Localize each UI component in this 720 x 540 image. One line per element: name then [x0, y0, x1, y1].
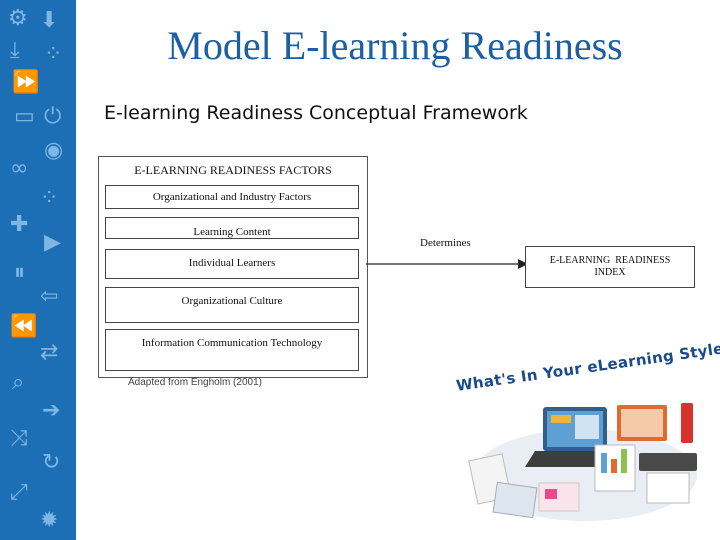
refresh-icon: ↻ — [42, 450, 61, 475]
download-icon: ⤓ — [10, 38, 20, 63]
source-caption: Adapted from Engholm (2001) — [128, 377, 262, 388]
power-icon: ⏻ — [44, 104, 62, 129]
readiness-index-box: E-LEARNING READINESS INDEX — [525, 246, 695, 288]
arrow-left-icon: ⇦ — [40, 284, 59, 309]
plus-icon: ✚ — [10, 212, 29, 237]
back-icon: ⏪ — [10, 314, 38, 339]
elearning-style-guide-illustration: What's In Your eLearning Style Guide? — [455, 330, 720, 525]
sun-icon: ✹ — [40, 508, 59, 533]
relation-label: Determines — [420, 237, 471, 249]
pause-icon: ⏸ — [14, 260, 26, 285]
arrow-down-icon: ⬇ — [40, 8, 59, 33]
factor-individual-learners: Individual Learners — [105, 249, 359, 279]
dots-icon: ⁘ — [40, 186, 59, 211]
index-line-2: INDEX — [594, 267, 626, 278]
monitor-icon: ▭ — [14, 104, 35, 129]
arrow-right-icon: ➔ — [42, 398, 61, 423]
dots-icon: ⁘ — [44, 42, 63, 67]
slide-title: Model E-learning Readiness — [167, 23, 623, 68]
factor-organizational-industry: Organizational and Industry Factors — [105, 185, 359, 209]
factor-learning-content: Learning Content — [105, 217, 359, 239]
factors-header: E-LEARNING READINESS FACTORS — [134, 163, 332, 177]
fast-forward-icon: ⏩ — [12, 70, 40, 95]
factor-ict: Information Communication Technology — [105, 329, 359, 371]
link-icon: ∞ — [10, 156, 29, 181]
slide-subtitle: E-learning Readiness Conceptual Framewor… — [104, 102, 528, 124]
laptop-desk-illustration — [468, 403, 697, 521]
search-icon: ⌕ — [12, 370, 25, 395]
play-icon: ▶ — [44, 230, 61, 255]
gear-icon: ⚙ — [8, 6, 28, 31]
shuffle-icon: ⤨ — [10, 426, 28, 451]
expand-icon: ⤢ — [10, 480, 28, 505]
factor-organizational-culture: Organizational Culture — [105, 287, 359, 323]
determines-arrow — [366, 259, 528, 269]
index-line-1: E-LEARNING READINESS — [549, 255, 671, 266]
readiness-factors-box: E-LEARNING READINESS FACTORS Organizatio… — [98, 156, 368, 378]
swap-icon: ⇄ — [40, 340, 59, 365]
decorative-sidebar: ⚙ ⬇ ⤓ ⁘ ⏩ ▭ ⏻ ◉ ∞ ⁘ ✚ ▶ ⏸ ⇦ ⏪ ⇄ ⌕ ➔ ⤨ ↻ … — [0, 0, 76, 540]
circle-icon: ◉ — [44, 138, 64, 163]
